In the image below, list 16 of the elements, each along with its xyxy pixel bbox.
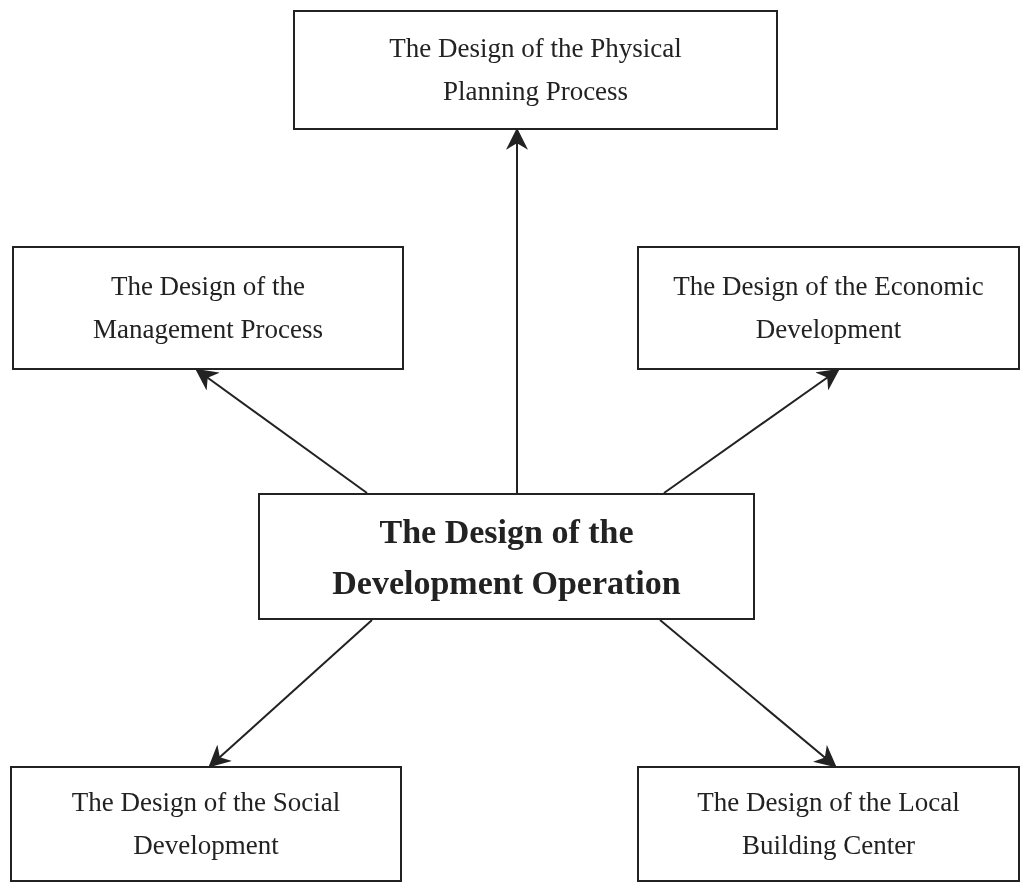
process-box [293, 10, 778, 130]
box-label: The Design of the Development Operation [331, 511, 682, 603]
arrow [659, 619, 837, 768]
box-label: The Design of the Social Development [70, 785, 342, 862]
process-box [637, 246, 1020, 370]
process-box [10, 766, 402, 882]
process-box [258, 493, 755, 620]
process-box [637, 766, 1020, 882]
box-label: The Design of the Management Process [91, 269, 325, 346]
arrow [663, 368, 840, 494]
process-box [12, 246, 404, 370]
arrow [195, 368, 368, 494]
box-label: The Design of the Local Building Center [696, 785, 961, 862]
box-label: The Design of the Economic Development [672, 269, 985, 346]
box-label: The Design of the Physical Planning Process [388, 31, 683, 108]
arrow [208, 619, 373, 768]
